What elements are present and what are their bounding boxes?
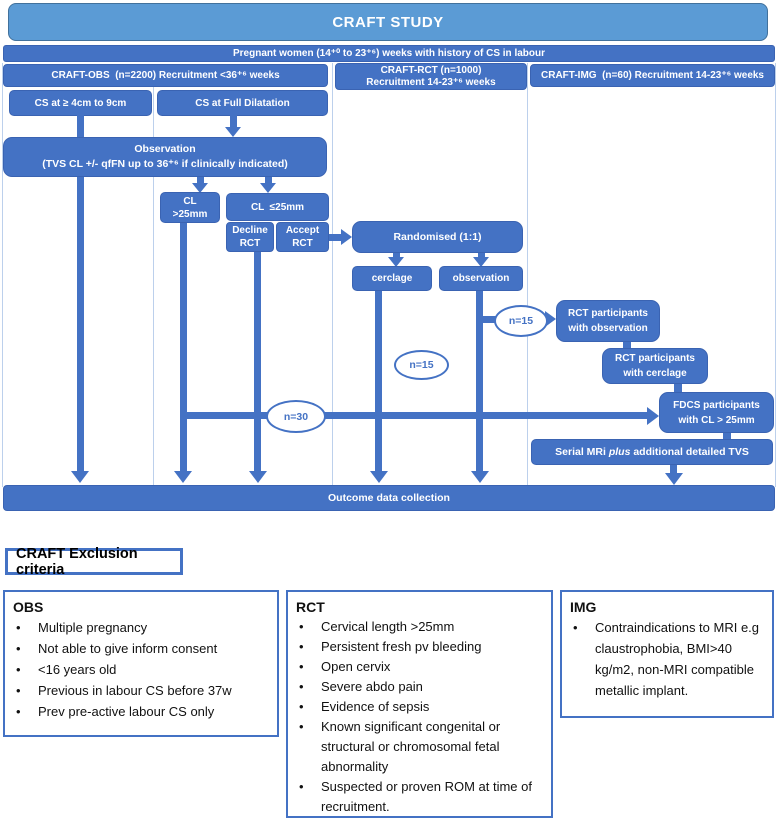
- connector-rctcerclage-to-fdcs: [674, 384, 682, 392]
- serial-mri-text1: Serial MRi: [555, 446, 609, 458]
- rct-exclusion-item: •Known significant congenital or structu…: [296, 717, 543, 777]
- bullet-icon: •: [299, 659, 304, 674]
- bullet-icon: •: [16, 704, 21, 719]
- rct-participants-cerclage-box: RCT participants with cerclage: [602, 348, 708, 384]
- rct-exclusion-item: •Suspected or proven ROM at time of recr…: [296, 777, 543, 817]
- arrow-obs-to-clgt25-head: [192, 183, 208, 193]
- rct-panel-border-left: [332, 63, 333, 487]
- observation-arm-box: observation: [439, 266, 523, 291]
- fdcs-participants-box: FDCS participants with CL > 25mm: [659, 392, 774, 433]
- rct-column-header: CRAFT-RCT (n=1000)Recruitment 14-23⁺⁶ we…: [335, 63, 527, 90]
- obs-panel-divider: [153, 87, 154, 487]
- obs-exclusion-item: •<16 years old: [13, 659, 269, 680]
- rct-panel-border-right: [527, 63, 528, 487]
- bullet-icon: •: [299, 719, 304, 734]
- bullet-icon: •: [16, 662, 21, 677]
- line-observation-long: [476, 291, 483, 472]
- rct-exclusion-item: •Evidence of sepsis: [296, 697, 543, 717]
- arrow-n30-head: [647, 407, 659, 425]
- arrowhead-cerclage: [370, 471, 388, 483]
- study-title-banner: CRAFT STUDY: [8, 3, 768, 41]
- serial-mri-box: Serial MRi plus additional detailed TVS: [531, 439, 773, 465]
- rct-exclusion-item: •Persistent fresh pv bleeding: [296, 637, 543, 657]
- arrowhead-obs-left: [71, 471, 89, 483]
- randomised-box: Randomised (1:1): [352, 221, 523, 253]
- arrow-rand-to-cerclage-head: [388, 257, 404, 267]
- bullet-icon: •: [16, 620, 21, 635]
- bullet-icon: •: [16, 683, 21, 698]
- rct-exclusion-item: •Severe abdo pain: [296, 677, 543, 697]
- img-exclusion-box: IMG •Contraindications to MRI e.g claust…: [560, 590, 774, 718]
- obs-exclusion-box: OBS •Multiple pregnancy •Not able to giv…: [3, 590, 279, 737]
- rct-header-line2: Recruitment 14-23⁺⁶ weeks: [366, 76, 496, 88]
- arrow-accept-to-randomised-head: [341, 229, 352, 245]
- accept-rct-box: Accept RCT: [276, 222, 329, 252]
- arrow-rand-to-cerclage-stem: [393, 253, 400, 258]
- cl-gt25mm-box: CL >25mm: [160, 192, 220, 223]
- arrow-serialmri-stem: [670, 465, 677, 475]
- arrow-accept-to-randomised-stem: [329, 234, 343, 241]
- n15-cerclage-oval: n=15: [394, 350, 449, 380]
- rct-header-line1: CRAFT-RCT (n=1000): [380, 64, 482, 76]
- rct-exclusion-heading: RCT: [296, 599, 325, 615]
- outcome-bar: Outcome data collection: [3, 485, 775, 511]
- decline-rct-box: Decline RCT: [226, 222, 274, 252]
- obs-exclusion-item: •Not able to give inform consent: [13, 638, 269, 659]
- rct-exclusion-item: •Open cervix: [296, 657, 543, 677]
- arrowhead-decline: [249, 471, 267, 483]
- cl-le25mm-box: CL ≤25mm: [226, 193, 329, 221]
- observation-main-box: Observation (TVS CL +/- qfFN up to 36⁺⁶ …: [3, 137, 327, 177]
- n15-observation-oval: n=15: [494, 305, 548, 337]
- arrow-csfull-stem: [230, 115, 237, 128]
- line-obs-left-long: [77, 177, 84, 472]
- arrowhead-clgt25: [174, 471, 192, 483]
- bullet-icon: •: [299, 699, 304, 714]
- bullet-icon: •: [299, 619, 304, 634]
- serial-mri-text3: additional detailed TVS: [630, 446, 749, 458]
- rct-exclusion-box: RCT •Cervical length >25mm •Persistent f…: [286, 590, 553, 818]
- cs-4cm-box: CS at ≥ 4cm to 9cm: [9, 90, 152, 116]
- rct-exclusion-item: •Cervical length >25mm: [296, 617, 543, 637]
- arrow-obs-to-clle25-stem: [265, 177, 272, 185]
- arrow-n15-head: [545, 311, 556, 327]
- rct-participants-observation-box: RCT participants with observation: [556, 300, 660, 342]
- arrow-obs-to-clgt25-stem: [197, 177, 204, 185]
- obs-exclusion-item: •Prev pre-active labour CS only: [13, 701, 269, 722]
- arrow-serialmri-head: [665, 473, 683, 485]
- obs-column-header: CRAFT-OBS (n=2200) Recruitment <36⁺⁶ wee…: [3, 64, 328, 87]
- line-decline-long: [254, 252, 261, 472]
- line-n30-branch: [183, 412, 647, 419]
- bullet-icon: •: [16, 641, 21, 656]
- arrow-rand-to-observation-stem: [478, 253, 485, 258]
- panel-border-right: [775, 63, 776, 487]
- obs-exclusion-item: •Previous in labour CS before 37w: [13, 680, 269, 701]
- bullet-icon: •: [299, 779, 304, 794]
- arrowhead-observation: [471, 471, 489, 483]
- n30-oval: n=30: [266, 400, 326, 433]
- obs-exclusion-heading: OBS: [13, 599, 44, 615]
- connector-rctobs-to-rctcerclage: [623, 342, 631, 348]
- img-exclusion-heading: IMG: [570, 599, 597, 615]
- bullet-icon: •: [573, 620, 578, 635]
- panel-border-left: [2, 63, 3, 487]
- exclusion-criteria-title: CRAFT Exclusion criteria: [5, 546, 183, 578]
- serial-mri-text-italic: plus: [608, 446, 631, 458]
- arrow-rand-to-observation-head: [473, 257, 489, 267]
- line-clgt25-long: [180, 223, 187, 472]
- obs-exclusion-item: •Multiple pregnancy: [13, 617, 269, 638]
- line-cs4cm-to-observation: [77, 115, 84, 138]
- bullet-icon: •: [299, 679, 304, 694]
- arrow-csfull-head: [225, 127, 241, 137]
- connector-fdcs-to-serialmri: [723, 433, 731, 439]
- eligibility-bar: Pregnant women (14⁺⁰ to 23⁺⁶) weeks with…: [3, 45, 775, 62]
- cs-full-dilatation-box: CS at Full Dilatation: [157, 90, 328, 116]
- bullet-icon: •: [299, 639, 304, 654]
- arrow-obs-to-clle25-head: [260, 183, 276, 193]
- cerclage-arm-box: cerclage: [352, 266, 432, 291]
- line-cerclage-long: [375, 291, 382, 472]
- img-column-header: CRAFT-IMG (n=60) Recruitment 14-23⁺⁶ wee…: [530, 64, 775, 87]
- img-exclusion-item: •Contraindications to MRI e.g claustroph…: [570, 617, 764, 701]
